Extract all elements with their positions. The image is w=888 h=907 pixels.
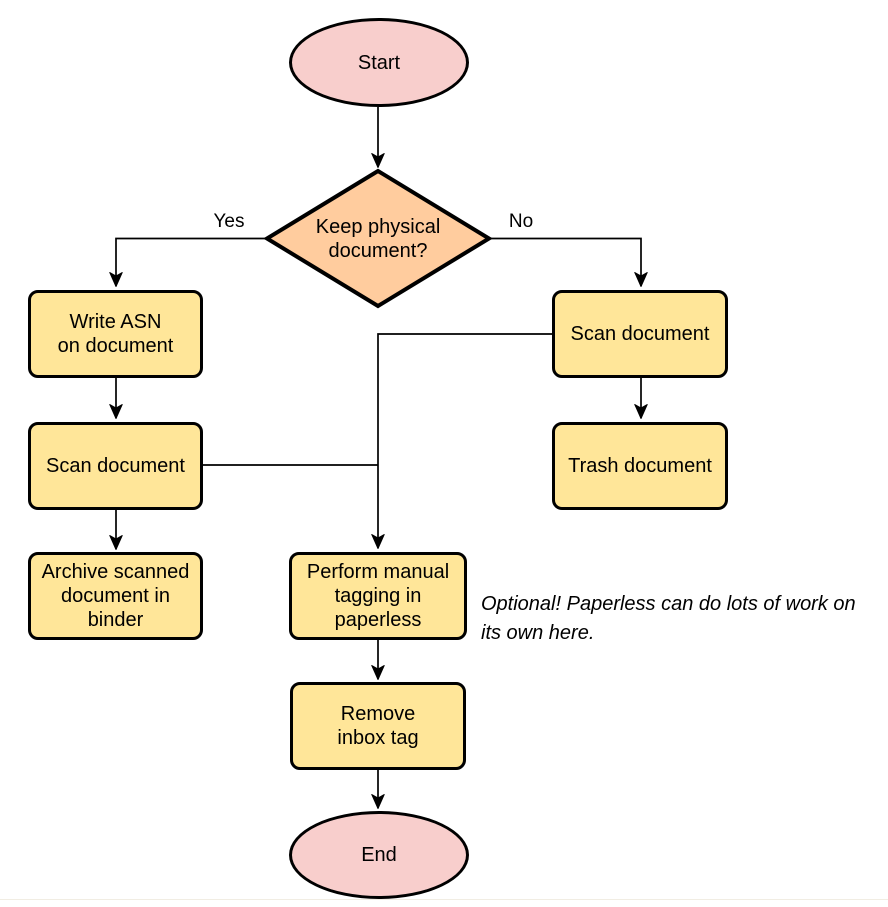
node-end-label: End [361,844,397,866]
node-trash-label: Trash document [568,455,712,477]
node-tagging-label: Perform manual tagging in paperless [306,561,450,631]
node-scan-document-left-label: Scan document [46,455,185,477]
node-write-asn: Write ASN on document [28,290,203,378]
node-end: End [289,811,469,899]
node-scan-document-right-label: Scan document [570,323,710,345]
annotation-optional-note: Optional! Paperless can do lots of work … [481,593,856,644]
node-archive-label: Archive scanned document in binder [41,561,190,631]
node-decision-label: Keep physical document? [315,215,441,262]
node-remove-inbox-label: Remove inbox tag [337,703,419,749]
decision-diamond-shape [263,168,493,309]
node-write-asn-label: Write ASN on document [57,311,174,357]
edge-label-no: No [508,211,534,232]
node-decision: Keep physical document? [267,171,489,306]
node-archive: Archive scanned document in binder [28,552,203,640]
edge-decision-no-to-scan-right [490,237,648,287]
node-scan-document-left: Scan document [28,422,203,510]
node-scan-document-right: Scan document [552,290,728,378]
bottom-edge-line [0,899,888,900]
edge-decision-yes-to-write-asn [109,237,266,287]
edge-scan-right-to-tagging [371,333,552,549]
node-trash: Trash document [552,422,728,510]
node-remove-inbox: Remove inbox tag [290,682,466,770]
node-tagging: Perform manual tagging in paperless [289,552,467,640]
edge-label-yes: Yes [213,211,245,232]
node-start: Start [289,18,469,107]
node-start-label: Start [357,51,401,74]
